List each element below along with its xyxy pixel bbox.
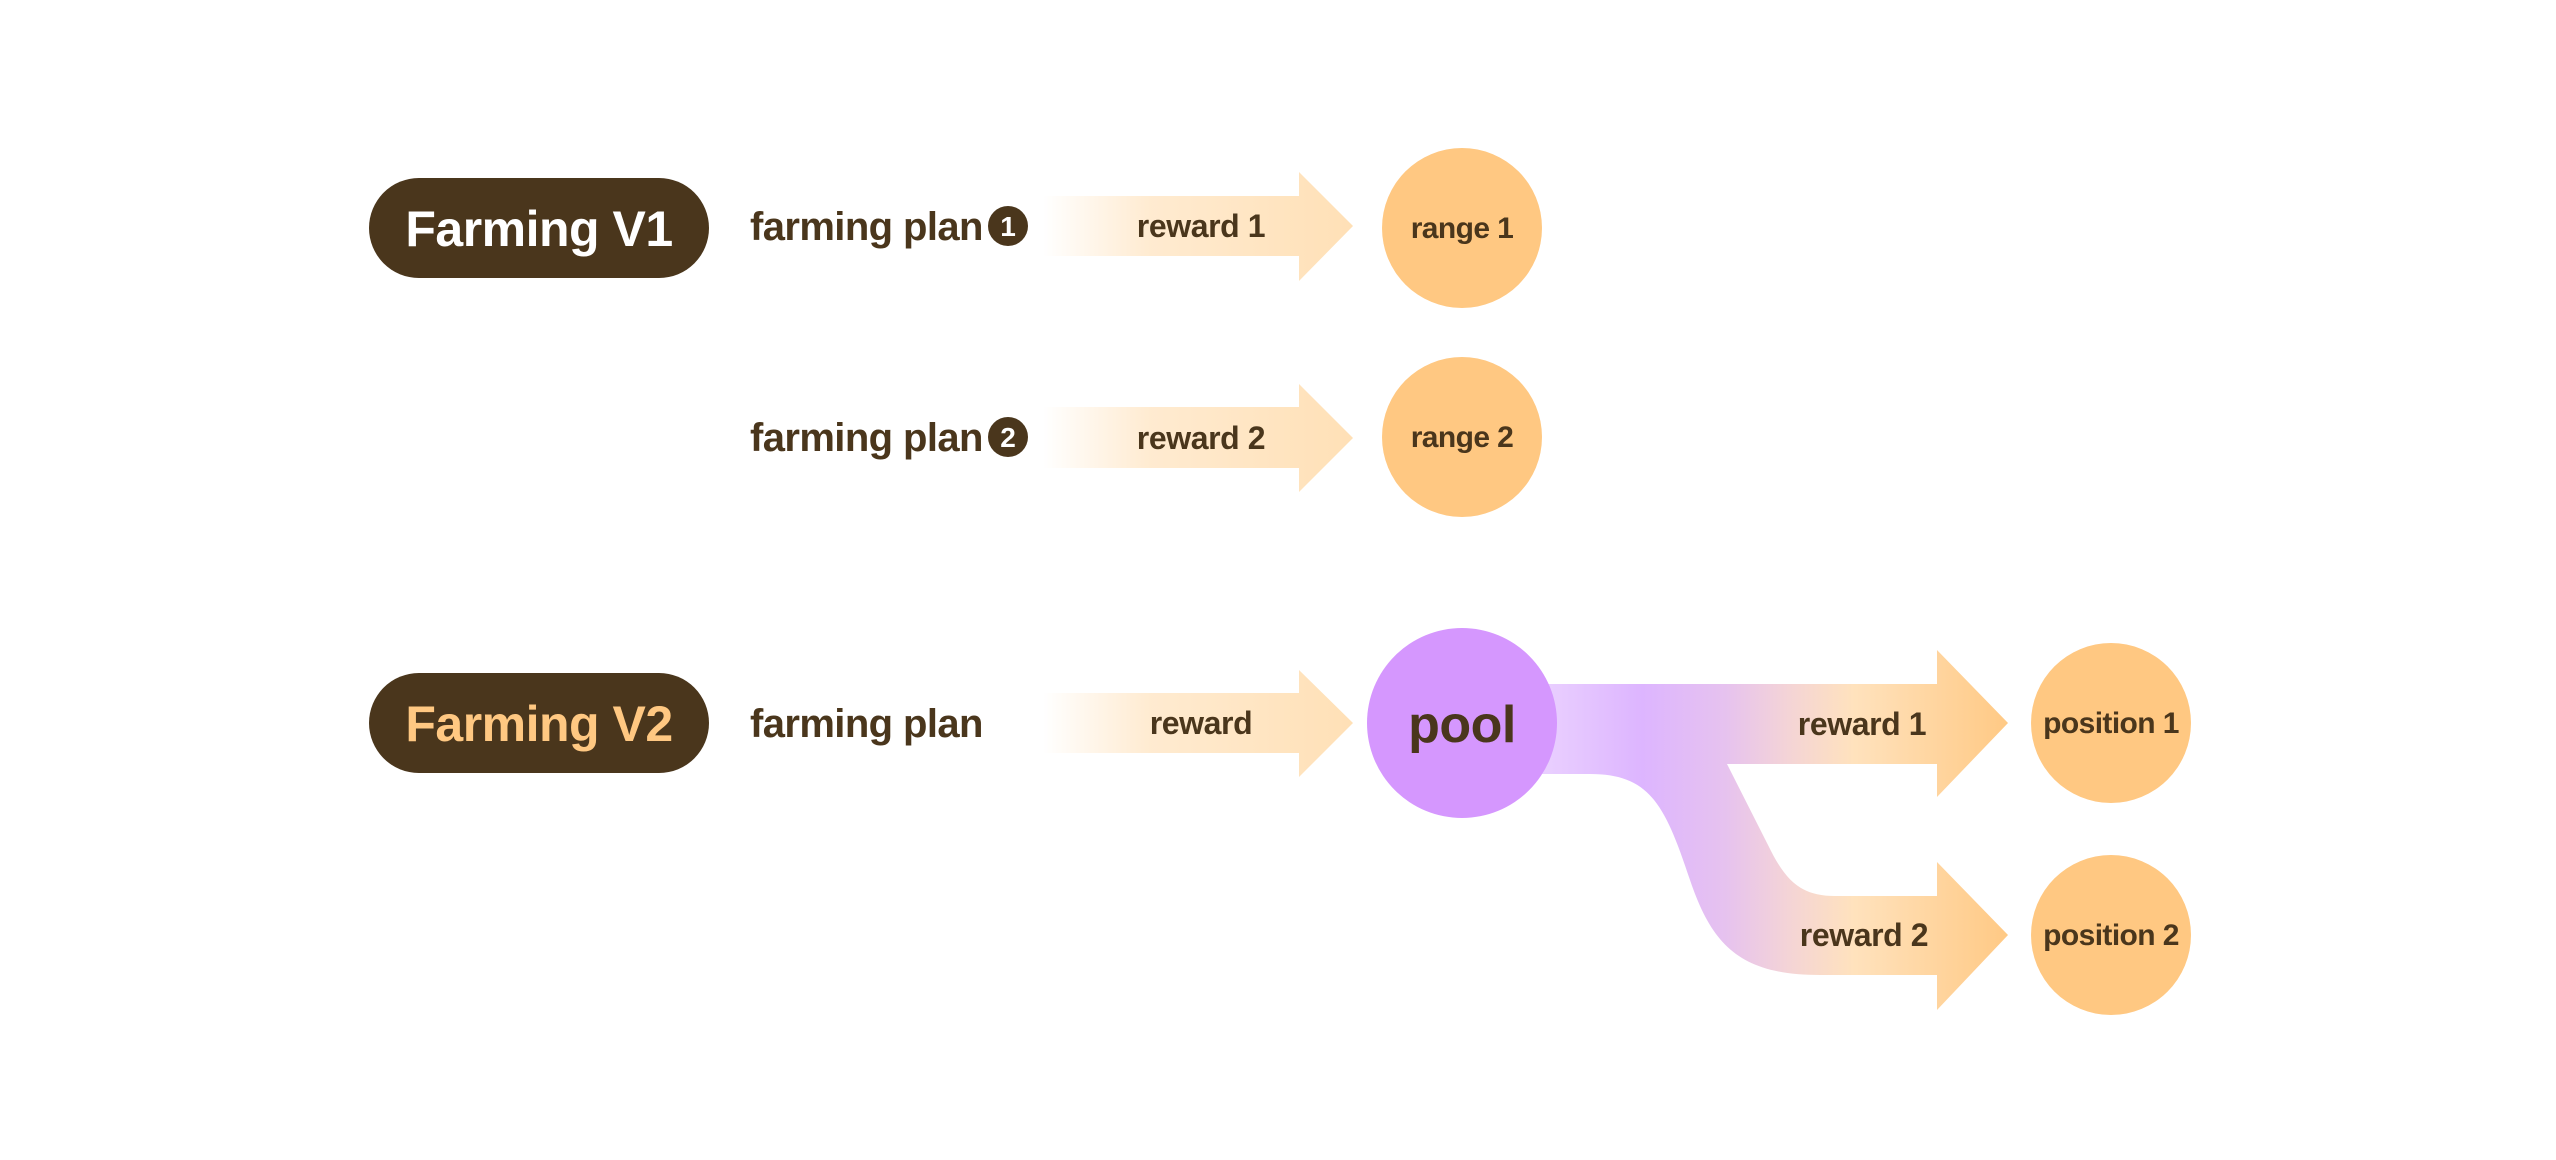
badge-1-number: 1 (1000, 211, 1016, 242)
farming-plan-1-label: farming plan (750, 205, 983, 249)
farming-v1-label: Farming V1 (405, 201, 672, 257)
reward-2-label: reward 2 (1137, 420, 1265, 456)
pool-node (1367, 628, 1557, 818)
farming-v2-pill: Farming V2 (369, 673, 709, 773)
reward-1-label: reward 1 (1137, 208, 1265, 244)
position-2-label: position 2 (2043, 919, 2179, 952)
pool-split-band (1500, 650, 2008, 1010)
range-1-node (1382, 148, 1542, 308)
position-1-node (2031, 643, 2191, 803)
branch-reward-1-label: reward 1 (1798, 706, 1926, 742)
farming-plan-1-row: farming plan 1 reward 1 range 1 (750, 148, 1542, 308)
badge-1-icon: 1 (988, 206, 1028, 246)
range-2-node (1382, 357, 1542, 517)
position-1-label: position 1 (2043, 707, 2179, 740)
position-2-node (2031, 855, 2191, 1015)
farming-v1-section: Farming V1 farming plan 1 reward 1 range… (369, 148, 1542, 517)
farming-plan-2-row: farming plan 2 reward 2 range 2 (750, 357, 1542, 517)
reward-2-arrow (1043, 384, 1353, 492)
reward-1-arrow (1043, 172, 1353, 281)
badge-2-number: 2 (1000, 422, 1016, 453)
farming-plan-v2-label: farming plan (750, 702, 983, 746)
range-2-label: range 2 (1411, 421, 1514, 454)
badge-2-icon: 2 (988, 417, 1028, 457)
branch-reward-2-label: reward 2 (1800, 917, 1928, 953)
farming-plan-2-label: farming plan (750, 416, 983, 460)
pill-background (369, 178, 709, 278)
pool-label: pool (1408, 696, 1516, 754)
farming-v2-label: Farming V2 (405, 696, 672, 752)
reward-arrow (1043, 670, 1353, 777)
reward-label: reward (1150, 705, 1253, 741)
pill-background (369, 673, 709, 773)
farming-v2-section: Farming V2 farming plan reward pool rewa… (369, 628, 2191, 1015)
range-1-label: range 1 (1411, 212, 1514, 245)
farming-v1-pill: Farming V1 (369, 178, 709, 278)
